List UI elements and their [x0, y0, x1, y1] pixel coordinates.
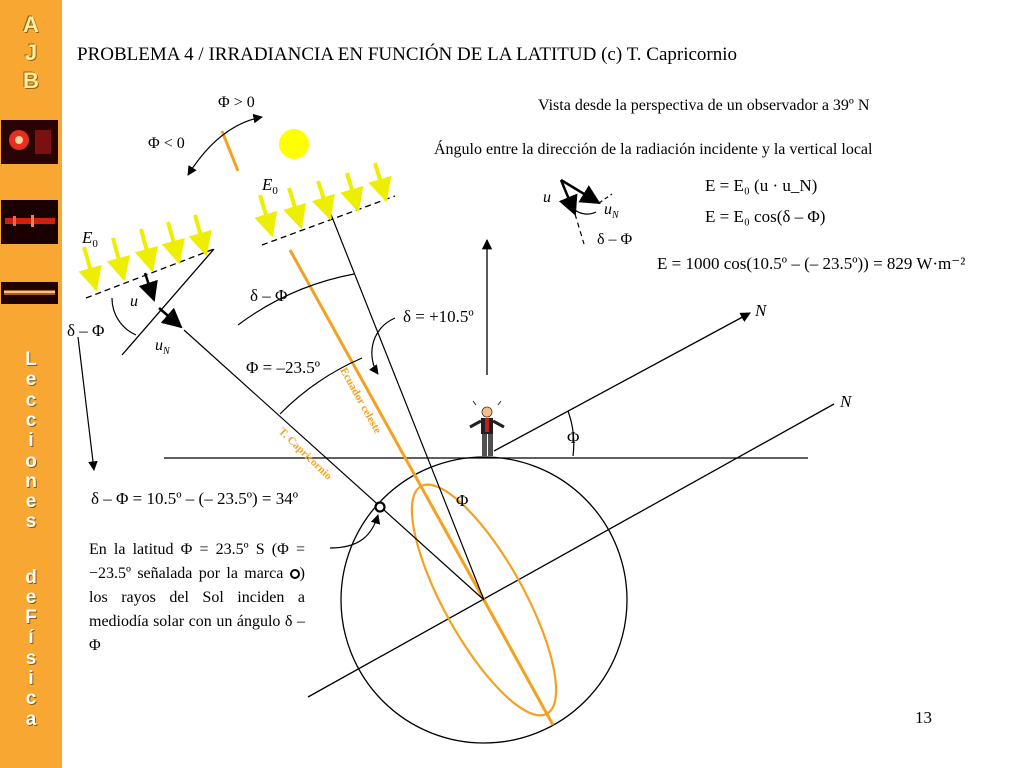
sidebar-letter: c [25, 409, 37, 431]
sidebar-letter: c [25, 389, 37, 411]
logo-letter-j: J [24, 40, 38, 65]
sidebar-letter: n [25, 470, 37, 492]
sidebar-letter: i [28, 430, 34, 452]
formula-angle-value: δ – Φ = 10.5º – (– 23.5º) = 34º [91, 489, 298, 508]
arc-delta-phi [237, 273, 355, 326]
label-phi-earth: Φ [456, 491, 468, 510]
arc-left-angle [111, 297, 137, 336]
sidebar-letter: i [28, 667, 34, 689]
label-delta-minus-phi: δ – Φ [250, 286, 287, 305]
label-left-delta-minus-phi: δ – Φ [67, 321, 104, 340]
left-surface-line [121, 248, 215, 356]
formula-irradiance-cos: E = E₀ cos(δ – Φ) [705, 207, 825, 226]
ecuador-celeste-line-lower [482, 599, 555, 726]
label-e0-upper: E0 [261, 175, 278, 197]
earth-circle [340, 456, 628, 744]
marker-inline-icon [289, 569, 300, 580]
explanation-text-b: ) los rayos del Sol inciden a mediodía s… [89, 565, 305, 630]
page-title: PROBLEMA 4 / IRRADIANCIA EN FUNCIÓN DE L… [77, 44, 738, 65]
sidebar-letter: L [25, 349, 37, 370]
sidebar-letter: e [25, 369, 37, 391]
label-e0-left: E0 [81, 228, 98, 250]
ecuador-celeste-line [288, 249, 486, 601]
observer-person [469, 400, 505, 456]
upper-rays [254, 162, 392, 238]
upper-wavefront [261, 195, 396, 246]
un-vector [158, 307, 183, 329]
left-rays [78, 214, 212, 292]
sidebar-letter: e [25, 491, 37, 513]
label-delta-value: δ = +10.5º [403, 307, 474, 326]
sun-ray-line [329, 211, 485, 601]
angle-note: Ángulo entre la dirección de la radiació… [434, 141, 873, 158]
north-axis [493, 312, 751, 452]
label-phi-negative: Φ < 0 [148, 135, 185, 152]
thumbnail-spectrum [1, 200, 58, 244]
formula-irradiance-vector: E = E₀ (u · u_N) [705, 176, 817, 195]
sidebar-letter: s [25, 511, 37, 533]
small-u-vector [558, 179, 578, 216]
thumbnail-band [1, 282, 58, 304]
label-small-delta-phi: δ – Φ [597, 231, 633, 248]
left-wavefront [85, 248, 215, 299]
delta-pointer [369, 317, 396, 375]
explanation-formula: δ – Φ [89, 613, 305, 654]
logo-letter-b: B [23, 68, 39, 93]
label-phi-positive: Φ > 0 [218, 94, 255, 111]
sidebar-letter: F [25, 607, 37, 628]
sidebar-letter: s [25, 647, 37, 669]
tropic-radial-line [183, 329, 485, 601]
arc-phi-value [279, 357, 363, 415]
sidebar-letter: o [25, 450, 37, 472]
label-phi-observer: Φ [567, 428, 579, 447]
small-dash-2 [598, 193, 613, 204]
label-phi-value: Φ = –23.5º [246, 358, 320, 377]
view-note: Vista desde la perspectiva de un observa… [538, 97, 870, 114]
small-un-vector [560, 178, 601, 205]
sidebar-letter: d [25, 567, 37, 588]
label-north-lower: N [839, 392, 853, 411]
label-un-left: uN [155, 337, 171, 357]
sidebar-letter: e [25, 587, 37, 609]
sidebar-letter: c [25, 688, 37, 710]
page-number: 13 [915, 708, 932, 727]
label-north-upper: N [754, 301, 768, 320]
logo-letter-a: A [23, 12, 39, 37]
label-u-small: u [543, 189, 551, 206]
sidebar-letter: í [28, 627, 34, 649]
latitude-marker [374, 501, 386, 513]
phi-direction-arrow [187, 113, 263, 176]
explanation-text-a: En la latitud Φ = 23.5º S (Φ = −23.5º se… [89, 541, 305, 582]
left-down-arrow [77, 336, 98, 471]
marker-pointer [329, 514, 381, 549]
sidebar-letter: a [25, 708, 37, 730]
label-un-small: uN [604, 201, 620, 221]
sun-icon [279, 129, 309, 159]
small-arc [574, 209, 597, 215]
formula-irradiance-value: E = 1000 cos(10.5º – (– 23.5º)) = 829 W·… [657, 254, 965, 273]
sun-direction-tick [220, 130, 240, 172]
label-u-left: u [130, 293, 138, 310]
thumbnail-lamp [1, 120, 58, 164]
small-dash-1 [574, 213, 585, 245]
explanation-paragraph: En la latitud Φ = 23.5º S (Φ = −23.5º se… [89, 538, 305, 658]
label-tropic: T. Capricornio [276, 426, 335, 483]
u-vector [138, 272, 158, 302]
equator-line [307, 403, 835, 698]
arc-phi-observer [567, 410, 575, 457]
